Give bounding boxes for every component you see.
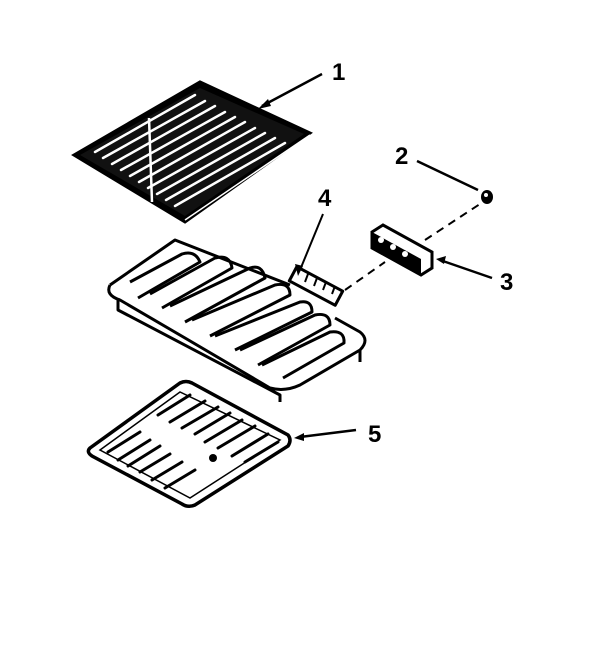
part-5-broil-pan: [86, 379, 292, 509]
callout-2: 2: [395, 143, 479, 192]
callout-1: 1: [258, 59, 345, 109]
part-2-screw: [481, 190, 493, 204]
callout-label-1: 1: [332, 59, 345, 86]
part-1-grid: [71, 80, 313, 224]
callout-label-2: 2: [395, 143, 408, 170]
part-4-heating-element: [107, 238, 367, 402]
callout-5: 5: [294, 421, 381, 448]
callout-label-4: 4: [318, 185, 332, 212]
callout-label-5: 5: [368, 421, 381, 448]
part-3-terminal-block: [370, 223, 434, 277]
callout-4: 4: [295, 185, 332, 276]
callout-label-3: 3: [500, 269, 513, 296]
assembly-line: [344, 201, 484, 291]
callout-3: 3: [436, 256, 513, 296]
